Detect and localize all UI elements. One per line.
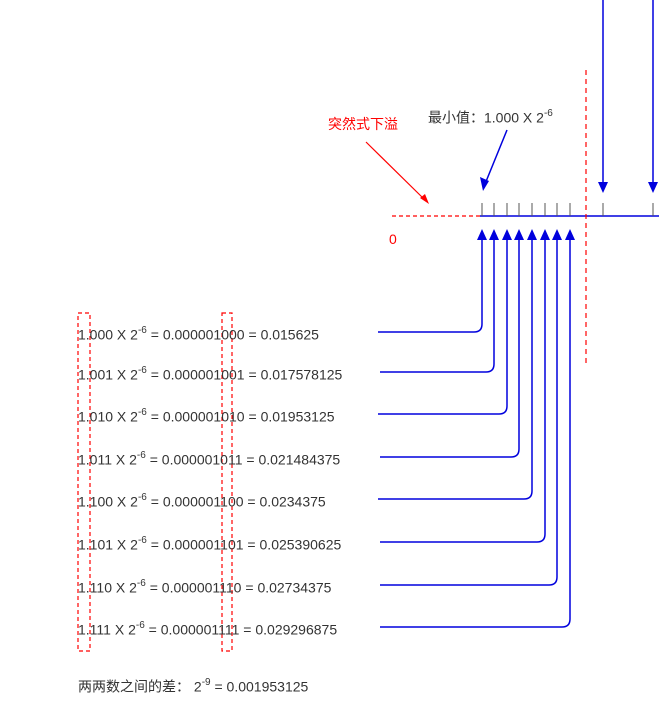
- row-exponent: -6: [137, 365, 147, 376]
- min-value-exponent: -6: [543, 108, 553, 119]
- underflow-label: 突然式下溢: [328, 116, 398, 132]
- value-row: 1.101 X 2-6 = 0.000001101 = 0.025390625: [78, 535, 342, 553]
- row-binary: 0.000001100: [162, 493, 244, 510]
- row-exponent: -6: [136, 450, 146, 461]
- row-decimal: 0.02734375: [257, 579, 332, 596]
- row-mantissa: 1.101: [78, 536, 114, 553]
- value-row: 1.100 X 2-6 = 0.000001100 = 0.0234375: [78, 492, 326, 510]
- value-row: 1.111 X 2-6 = 0.000001111 = 0.029296875: [78, 620, 338, 638]
- row-binary: 0.000001011: [161, 451, 243, 468]
- row-binary: 0.000001111: [160, 621, 240, 638]
- row-connector: [380, 238, 520, 458]
- underflow-text: 突然式下溢: [328, 116, 398, 132]
- difference-label: 两两数之间的差： 2-9 = 0.001953125: [78, 676, 308, 695]
- min-value-arrow-head: [480, 177, 489, 191]
- row-connector-arrowhead: [565, 229, 575, 240]
- difference-exponent: -9: [201, 677, 211, 688]
- min-value-prefix: 最小值：1.000 X 2: [428, 109, 544, 126]
- zero-label: 0: [389, 231, 397, 247]
- min-value-arrow: [484, 129, 508, 185]
- row-binary: 0.000001010: [162, 408, 245, 425]
- value-row: 1.001 X 2-6 = 0.000001001 = 0.017578125: [78, 365, 343, 383]
- top-arrow-left-head: [598, 182, 608, 193]
- row-connector-arrowhead: [527, 229, 537, 240]
- row-mantissa: 1.100: [78, 493, 114, 510]
- row-exponent: -6: [137, 325, 147, 336]
- row-connector: [378, 238, 483, 333]
- row-decimal: 0.025390625: [259, 536, 342, 553]
- row-binary: 0.000001110: [161, 579, 242, 596]
- row-decimal: 0.0234375: [259, 493, 326, 510]
- value-row: 1.110 X 2-6 = 0.000001110 = 0.02734375: [78, 578, 332, 596]
- row-decimal: 0.017578125: [260, 366, 343, 383]
- binary-leading-one-box: [221, 312, 233, 652]
- row-connector-arrowhead: [477, 229, 487, 240]
- row-connector-arrowhead: [489, 229, 499, 240]
- row-connector: [380, 238, 495, 373]
- row-binary: 0.000001000: [162, 326, 245, 343]
- row-binary: 0.000001001: [162, 366, 245, 383]
- zero-text: 0: [389, 231, 397, 247]
- row-connector-arrowhead: [552, 229, 562, 240]
- row-mantissa: 1.110: [78, 579, 112, 596]
- row-connector-arrowhead: [514, 229, 524, 240]
- row-binary: 0.000001101: [162, 536, 244, 553]
- row-exponent: -6: [137, 535, 147, 546]
- row-exponent: -6: [136, 578, 146, 589]
- min-value-label: 最小值：1.000 X 2-6: [428, 107, 553, 126]
- row-connector: [380, 238, 558, 586]
- row-connectors: [378, 229, 575, 628]
- row-connector: [380, 238, 571, 628]
- row-mantissa: 1.000: [78, 326, 114, 343]
- row-mantissa: 1.001: [78, 366, 114, 383]
- row-mantissa: 1.111: [78, 621, 111, 638]
- row-decimal: 0.015625: [260, 326, 319, 343]
- difference-suffix: = 0.001953125: [210, 678, 309, 695]
- value-row: 1.000 X 2-6 = 0.000001000 = 0.015625: [78, 325, 319, 343]
- value-row: 1.010 X 2-6 = 0.000001010 = 0.01953125: [78, 407, 335, 425]
- row-connector: [380, 238, 546, 543]
- row-connector: [378, 238, 533, 500]
- row-connector-arrowhead: [540, 229, 550, 240]
- underflow-arrow: [365, 141, 425, 200]
- value-row: 1.011 X 2-6 = 0.000001011 = 0.021484375: [78, 450, 341, 468]
- tick-marks: [481, 203, 654, 216]
- row-connector-arrowhead: [502, 229, 512, 240]
- difference-prefix: 两两数之间的差： 2: [78, 678, 202, 695]
- top-arrow-right-head: [648, 182, 658, 193]
- row-exponent: -6: [137, 492, 147, 503]
- row-connector: [378, 238, 508, 415]
- row-decimal: 0.01953125: [260, 408, 335, 425]
- row-exponent: -6: [137, 407, 147, 418]
- row-mantissa: 1.010: [78, 408, 114, 425]
- row-exponent: -6: [135, 620, 145, 631]
- row-decimal: 0.029296875: [255, 621, 338, 638]
- underflow-arrow-head: [420, 194, 429, 204]
- row-decimal: 0.021484375: [258, 451, 341, 468]
- row-mantissa: 1.011: [78, 451, 112, 468]
